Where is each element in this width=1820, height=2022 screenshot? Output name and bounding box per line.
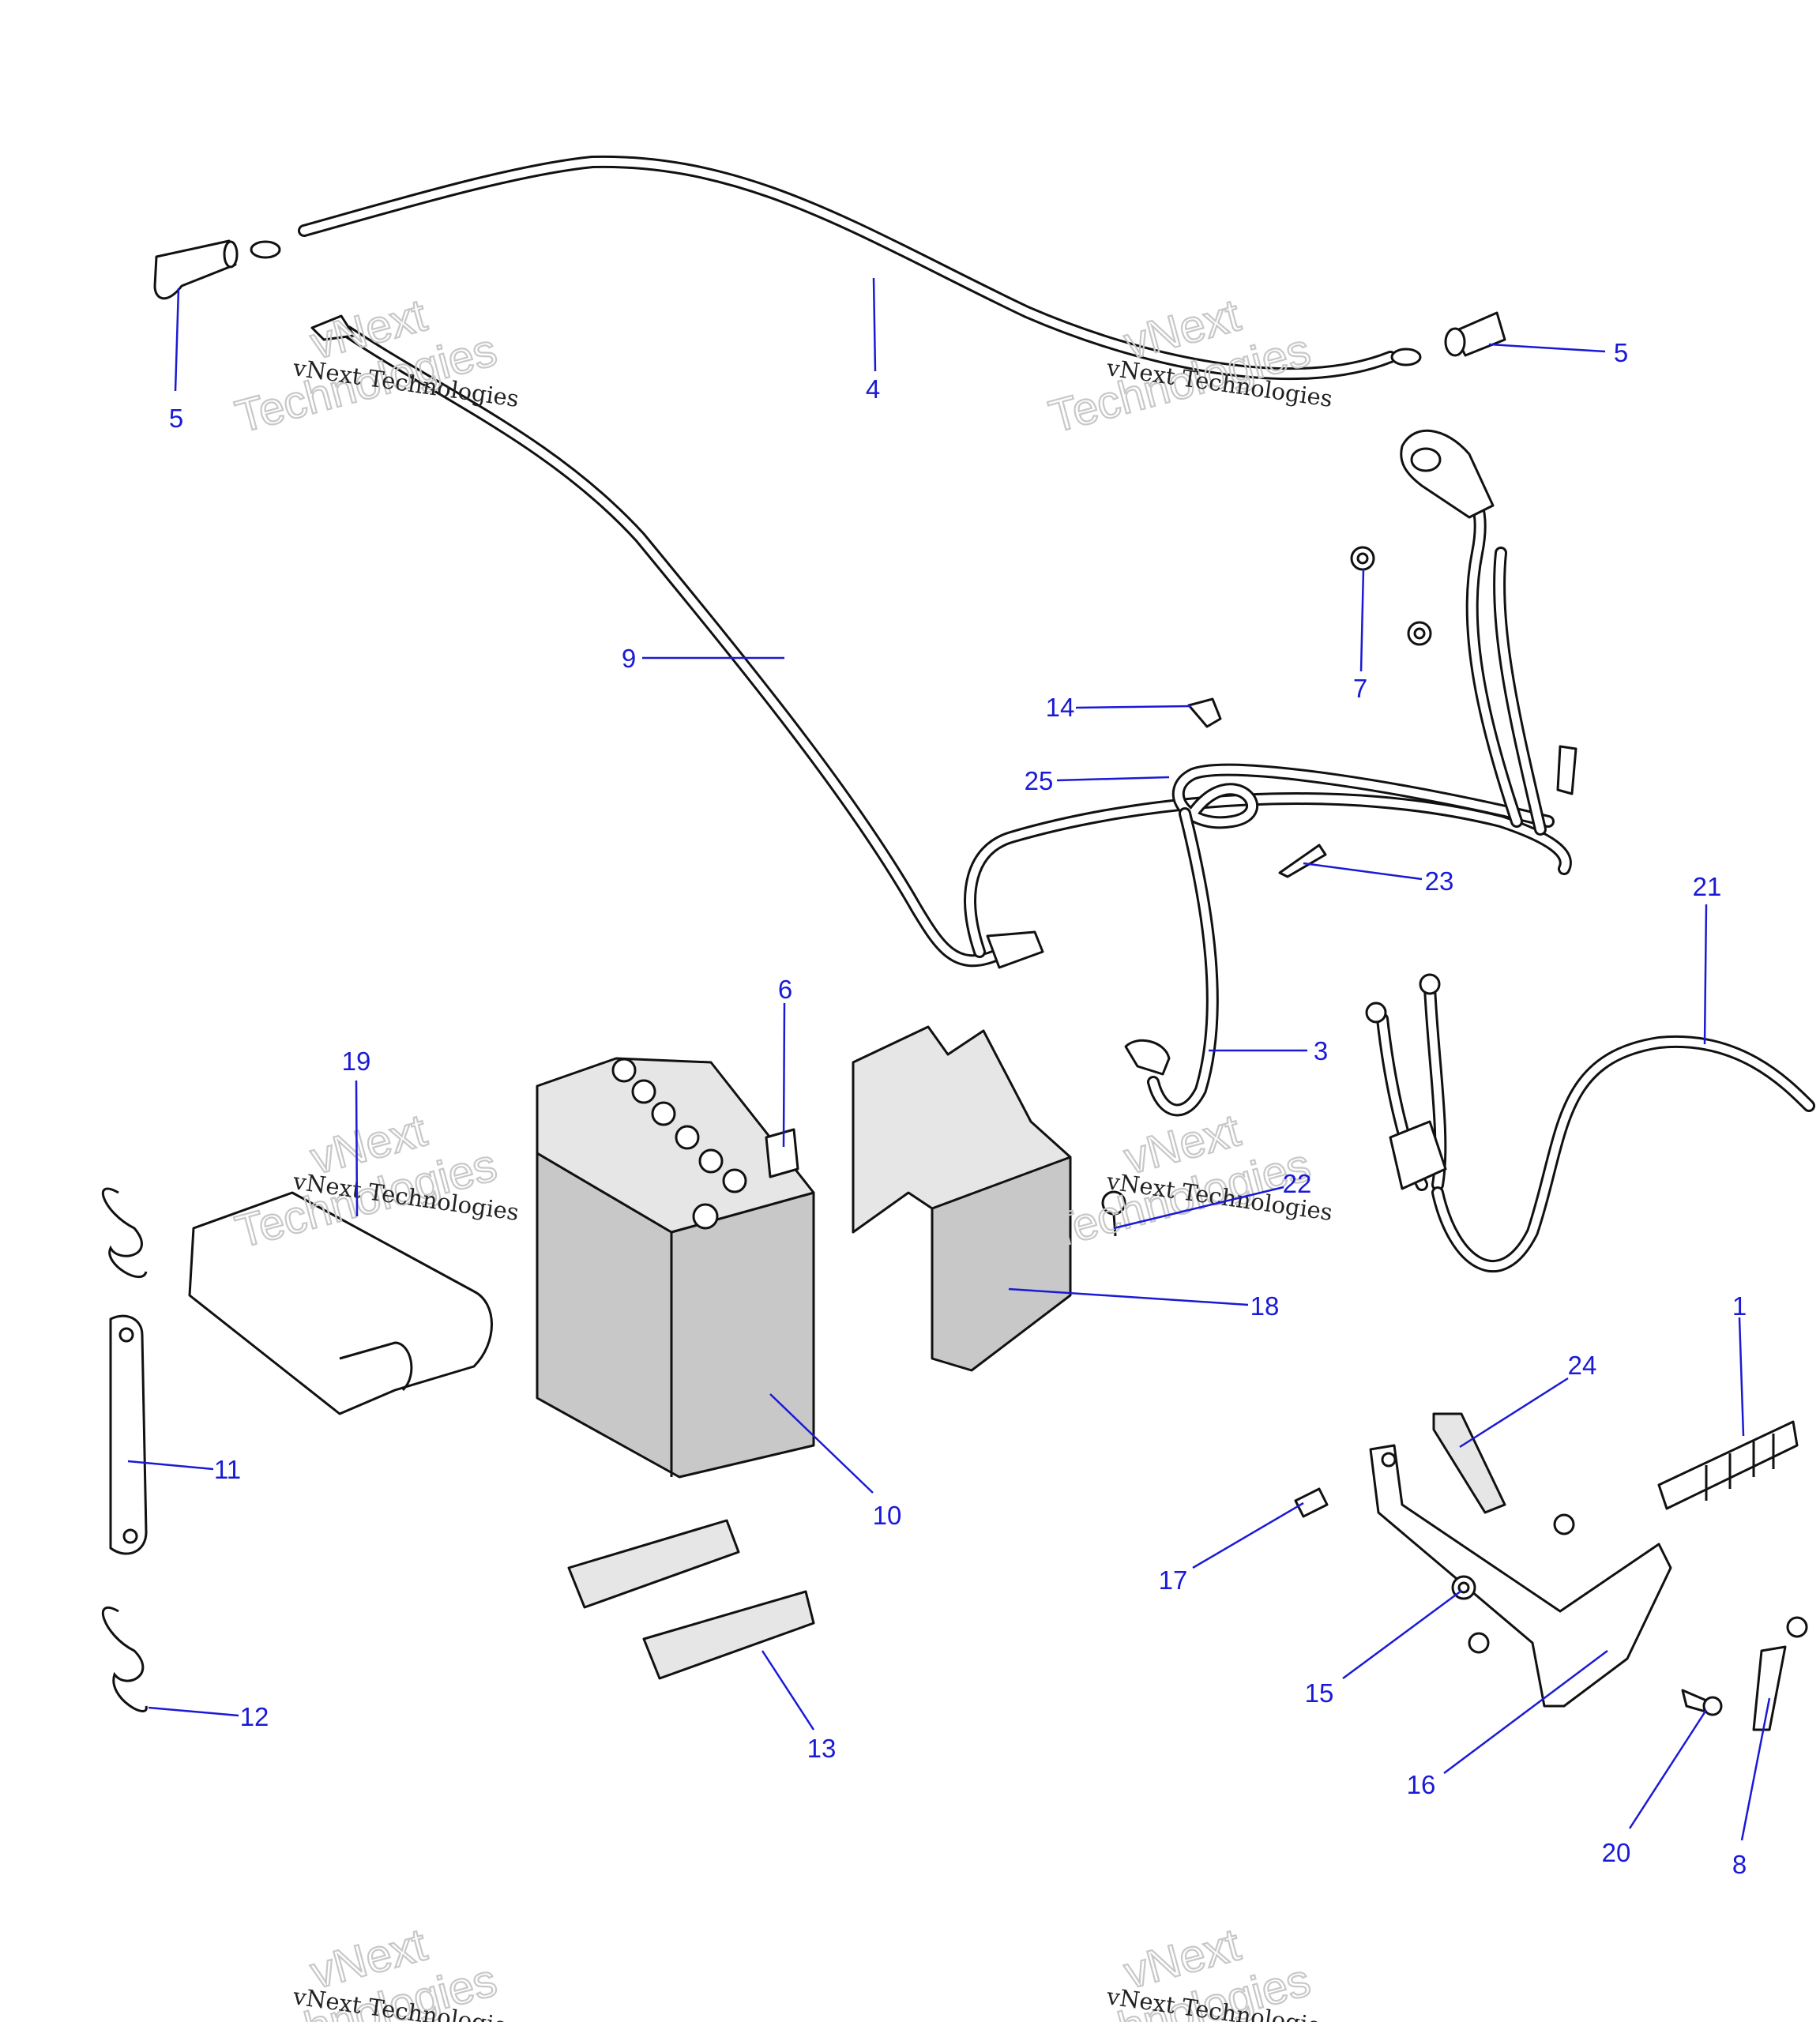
callout-19: 19 xyxy=(342,1047,371,1217)
callout-label: 6 xyxy=(778,975,792,1004)
cover-part-19 xyxy=(188,1191,493,1415)
callout-label: 5 xyxy=(169,404,183,433)
callout-label: 10 xyxy=(873,1501,902,1530)
terminal-boot-right xyxy=(1444,311,1506,357)
cable-part-4 xyxy=(250,155,1422,381)
callout-5a: 5 xyxy=(169,288,183,433)
terminal-block-part-1 xyxy=(1657,1420,1799,1510)
callout-13: 13 xyxy=(761,1650,837,1763)
callout-label: 13 xyxy=(807,1734,837,1763)
link-part-11 xyxy=(109,1314,148,1555)
callout-5b: 5 xyxy=(1488,338,1628,367)
callout-label: 1 xyxy=(1732,1291,1747,1321)
callout-12: 12 xyxy=(148,1702,269,1731)
hook-part-12 xyxy=(101,1187,148,1712)
bracket-part-16 xyxy=(1369,1444,1672,1708)
callout-label: 25 xyxy=(1025,766,1054,795)
callout-10: 10 xyxy=(769,1393,902,1530)
callout-label: 11 xyxy=(214,1455,241,1484)
callout-23: 23 xyxy=(1303,862,1454,896)
callout-21: 21 xyxy=(1693,872,1722,1045)
strip-part-24 xyxy=(1432,1412,1506,1514)
screw-part-20 xyxy=(1681,1689,1723,1716)
callout-label: 18 xyxy=(1250,1291,1280,1321)
callout-label: 17 xyxy=(1159,1565,1188,1595)
callout-15: 15 xyxy=(1305,1589,1462,1708)
callout-label: 24 xyxy=(1568,1351,1597,1380)
callout-label: 23 xyxy=(1425,866,1454,896)
battery-part-10 xyxy=(536,1057,815,1479)
shield-part-18 xyxy=(852,1025,1072,1372)
callout-18: 18 xyxy=(1008,1287,1280,1321)
callout-label: 7 xyxy=(1353,674,1367,703)
callout-1: 1 xyxy=(1732,1291,1747,1437)
callout-label: 3 xyxy=(1314,1036,1328,1065)
callout-label: 4 xyxy=(866,374,880,404)
callout-6: 6 xyxy=(778,975,792,1148)
callout-9: 9 xyxy=(622,644,784,673)
callout-label: 15 xyxy=(1305,1678,1334,1708)
bolt-part-22 xyxy=(1101,1190,1126,1237)
callout-label: 12 xyxy=(240,1702,269,1731)
callout-label: 5 xyxy=(1614,338,1628,367)
callout-label: 21 xyxy=(1693,872,1722,901)
callout-11: 11 xyxy=(127,1455,241,1484)
callout-label: 16 xyxy=(1407,1770,1436,1799)
pad-part-13 xyxy=(567,1519,815,1680)
watermark-mid-left: Technologies vNext vNext Technologies xyxy=(229,1103,521,1258)
callout-label: 14 xyxy=(1046,693,1075,722)
nut-part-7 xyxy=(1350,546,1432,646)
watermark-top-left: Technologies vNext vNext Technologies xyxy=(229,288,521,443)
callout-label: 19 xyxy=(342,1047,371,1076)
callout-17: 17 xyxy=(1159,1501,1304,1595)
terminal-boot-left xyxy=(153,239,239,300)
callout-7: 7 xyxy=(1353,568,1367,703)
clip-part-8 xyxy=(1752,1616,1808,1731)
callout-8: 8 xyxy=(1732,1697,1771,1879)
watermark-top-right: Technologies vNext vNext Technologies xyxy=(1043,288,1334,443)
callout-25: 25 xyxy=(1025,766,1170,795)
harness-part-25 xyxy=(964,429,1577,1117)
callout-24: 24 xyxy=(1459,1351,1597,1449)
callout-label: 8 xyxy=(1732,1850,1747,1879)
callout-16: 16 xyxy=(1407,1649,1608,1799)
clip-part-23 xyxy=(1278,844,1327,878)
callout-22: 22 xyxy=(1113,1169,1312,1230)
callout-14: 14 xyxy=(1046,693,1192,722)
callout-4: 4 xyxy=(866,277,880,404)
callout-label: 22 xyxy=(1283,1169,1312,1198)
callout-label: 9 xyxy=(622,644,636,673)
fuse-lead-part-21 xyxy=(1365,973,1815,1273)
pushpin-part-17 xyxy=(1294,1487,1329,1518)
watermark-bottom-left: Technologies vNext vNext Technologies xyxy=(229,1918,521,2022)
clip-part-14 xyxy=(1187,697,1222,728)
watermark-bottom-right: Technologies vNext vNext Technologies xyxy=(1043,1918,1334,2022)
callout-label: 20 xyxy=(1602,1838,1631,1867)
cable-part-9 xyxy=(310,314,1044,969)
callout-3: 3 xyxy=(1209,1036,1328,1065)
callout-20: 20 xyxy=(1602,1709,1708,1867)
